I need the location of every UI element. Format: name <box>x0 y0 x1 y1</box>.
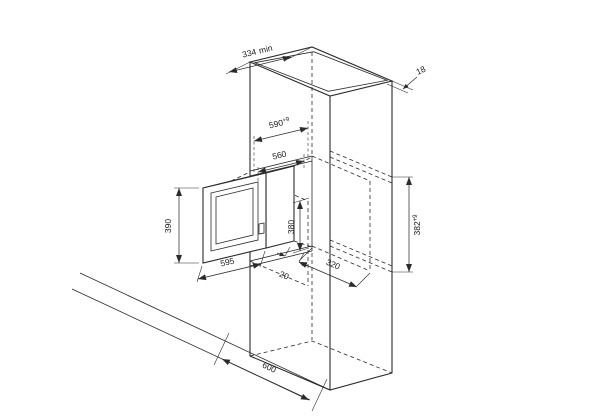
shelf-hidden-top2 <box>329 156 393 184</box>
dim-label-18: 18 <box>414 64 427 77</box>
window-glass <box>215 187 254 245</box>
dim-inner-width: 560 <box>257 149 305 181</box>
dim-line <box>257 159 305 174</box>
niche-depth-top-right <box>311 155 371 182</box>
dim-line <box>221 358 310 401</box>
ext-line <box>391 80 414 91</box>
leader-line <box>402 76 418 90</box>
ext-line <box>386 83 409 94</box>
oven-side-face <box>265 165 295 249</box>
niche-depth-bottom-right <box>311 245 371 272</box>
floor-line-front <box>79 272 331 391</box>
insert-guide-bottom <box>293 240 313 248</box>
floor-lines <box>71 272 331 412</box>
dim-panel-thickness: 18 <box>386 64 427 94</box>
shelf-hidden-bottom2 <box>329 245 393 273</box>
dim-niche-depth: 320 <box>298 247 371 288</box>
dim-arrow-right <box>298 261 308 267</box>
window-frame <box>210 181 259 252</box>
dim-label-390: 390 <box>163 219 173 233</box>
dim-line <box>253 126 309 143</box>
dim-inner-height: 380 <box>286 197 310 254</box>
ext-line <box>292 197 310 204</box>
dim-line <box>228 55 292 74</box>
dim-label-320: 320 <box>325 257 342 272</box>
dim-niche-height: 382+9 <box>392 176 422 273</box>
oven-front-face <box>202 172 267 264</box>
insert-guide-left <box>230 171 251 182</box>
dim-oven-height: 390 <box>163 187 199 264</box>
oven-door-window <box>210 181 265 252</box>
dim-label-382: 382+9 <box>412 214 422 236</box>
dim-cabinet-depth: 334min <box>225 43 313 75</box>
ext-line <box>298 252 305 263</box>
dim-niche-width: 590+9 <box>253 116 309 172</box>
dim-label-334-min: 334min <box>241 43 274 60</box>
dim-tick <box>213 332 230 366</box>
dim-front-gap: 20 <box>276 246 308 282</box>
ext-line <box>259 250 266 268</box>
dim-label-380: 380 <box>286 220 296 234</box>
ext-line <box>287 46 313 60</box>
shelf-hidden-bottom <box>329 239 393 267</box>
door-handle <box>258 222 265 235</box>
dim-base-width: 600 <box>221 358 310 401</box>
dim-label-595: 595 <box>219 256 235 269</box>
ext-line <box>284 246 291 257</box>
dim-line <box>197 262 262 281</box>
dim-label-560: 560 <box>271 149 287 162</box>
microwave-oven <box>202 156 313 264</box>
dim-tick <box>311 378 328 412</box>
dim-line <box>298 261 358 288</box>
cabinet-top-rim <box>253 51 389 92</box>
ext-line <box>298 247 313 262</box>
dim-label-590: 590+9 <box>268 116 291 131</box>
dim-label-600: 600 <box>261 360 278 375</box>
cabinet-bottom-hidden <box>249 340 393 374</box>
dim-arrow-left <box>276 252 286 257</box>
dim-label-20: 20 <box>278 269 291 282</box>
dim-oven-width: 595 <box>196 250 266 283</box>
shelf-hidden-top <box>329 150 393 178</box>
ext-line <box>356 272 371 287</box>
ext-line <box>196 265 203 283</box>
